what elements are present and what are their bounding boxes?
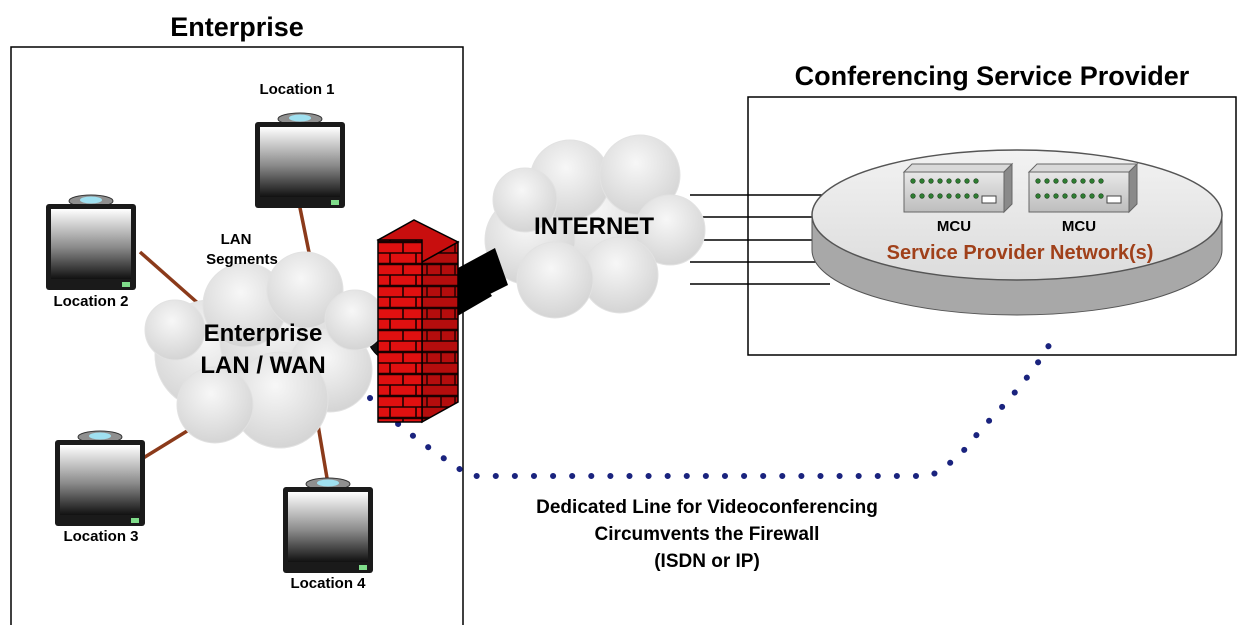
firewall [376, 219, 460, 424]
link-location-4 [316, 424, 329, 479]
video-terminal-location-3 [55, 430, 145, 526]
location-4-label: Location 4 [290, 575, 366, 592]
dedicated-line-label-2: Circumvents the Firewall [595, 524, 820, 545]
internet-label: INTERNET [534, 213, 654, 240]
video-terminal-location-1 [255, 112, 345, 208]
service-provider-network [811, 149, 1223, 316]
mcu-label-2: MCU [1062, 218, 1096, 235]
link-location-2 [138, 250, 202, 307]
video-terminal-location-2 [46, 194, 136, 290]
service-provider-network-label: Service Provider Network(s) [887, 242, 1154, 264]
dedicated-line-label-1: Dedicated Line for Videoconferencing [536, 497, 878, 518]
lan-segments-label-line2: Segments [206, 251, 278, 268]
provider-connections [690, 194, 830, 285]
dedicated-line [367, 337, 1055, 479]
enterprise-title: Enterprise [170, 12, 304, 42]
mcu-device-1 [902, 162, 1014, 214]
lan-segments-label-line1: LAN [221, 231, 252, 248]
location-3-label: Location 3 [63, 528, 138, 545]
enterprise-cloud-label-line2: LAN / WAN [200, 352, 325, 379]
location-2-label: Location 2 [53, 293, 128, 310]
dedicated-line-label-3: (ISDN or IP) [654, 551, 760, 572]
mcu-label-1: MCU [937, 218, 971, 235]
enterprise-cloud [144, 251, 386, 449]
provider-title: Conferencing Service Provider [795, 61, 1190, 91]
enterprise-cloud-label-line1: Enterprise [204, 320, 323, 347]
enterprise-boundary [10, 46, 464, 625]
video-terminal-location-4 [283, 477, 373, 573]
internet-cloud [484, 134, 706, 319]
mcu-device-2 [1027, 162, 1139, 214]
tunnel-exit [458, 248, 508, 310]
location-1-label: Location 1 [259, 81, 334, 98]
